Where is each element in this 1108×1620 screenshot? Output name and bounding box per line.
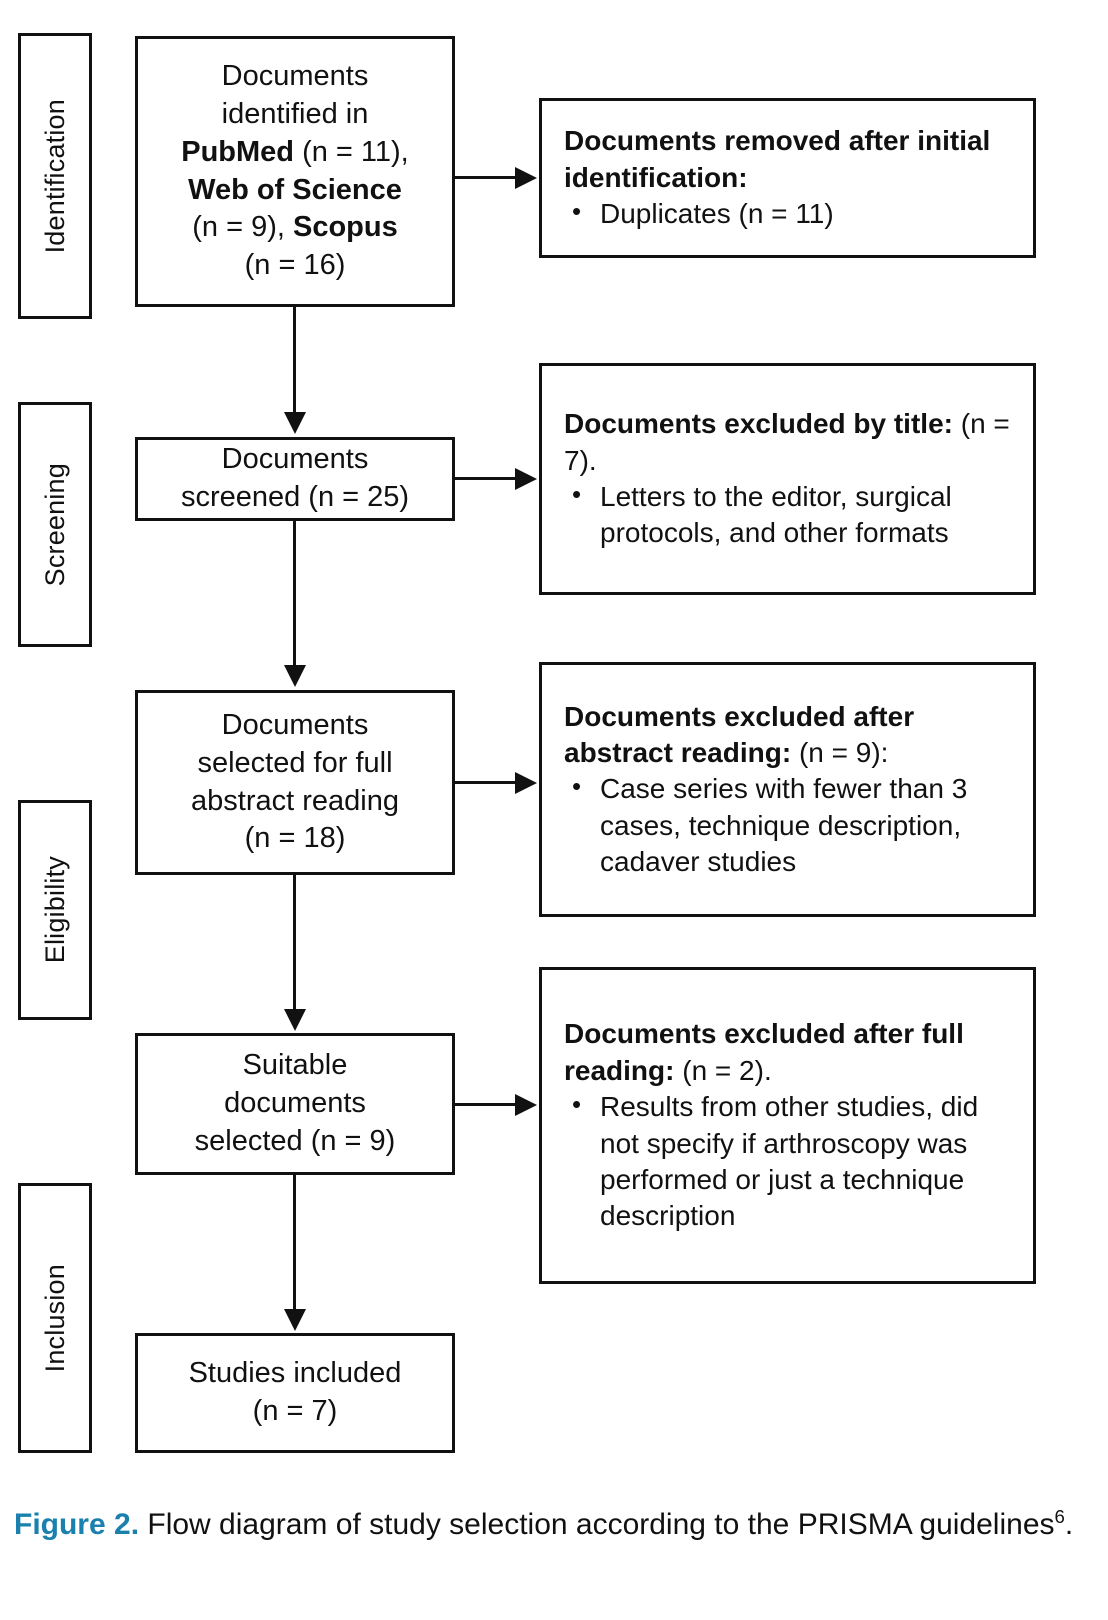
list-item: Duplicates (n = 11) (564, 195, 1019, 232)
figure-caption-end: . (1064, 1508, 1074, 1541)
flow-box-documents-screened-text: Documents screened (n = 25) (181, 441, 409, 516)
arrowhead-identified-to-screened (284, 412, 306, 434)
list-item: Letters to the editor, surgical protocol… (564, 478, 1019, 552)
connector-selected-to-suitable (293, 875, 296, 1011)
stage-label-eligibility: Eligibility (39, 856, 70, 964)
line-suitable: Suitable (242, 1049, 348, 1082)
stage-label-screening: Screening (39, 462, 70, 587)
exclusion-box-excluded-by-title: Documents excluded by title: (n = 7). Le… (539, 363, 1036, 595)
connector-selected-to-excluded-abstract (455, 781, 517, 784)
line-count: (n = 18) (244, 822, 346, 855)
exclusion-list-excluded-after-abstract-reading: Case series with fewer than 3 cases, tec… (564, 770, 1019, 880)
exclusion-head-bold: Documents excluded by title: (564, 408, 953, 440)
stage-box-inclusion: Inclusion (18, 1183, 92, 1453)
exclusion-list-excluded-by-title: Letters to the editor, surgical protocol… (564, 478, 1019, 552)
exclusion-head-rest: (n = 2). (674, 1054, 772, 1086)
stage-box-identification: Identification (18, 33, 92, 319)
flow-box-suitable-documents-selected: Suitable documents selected (n = 9) (135, 1033, 455, 1175)
arrowhead-suitable-to-included (284, 1309, 306, 1331)
flow-box-documents-identified-text: Documents identified in PubMed (n = 11),… (181, 58, 409, 284)
line-abstract-reading: abstract reading (191, 784, 399, 817)
arrowhead-screened-to-excluded-title (515, 468, 537, 490)
line-screened-count: screened (n = 25) (180, 481, 410, 513)
exclusion-head-rest: (n = 7). (564, 408, 1010, 476)
stage-box-eligibility: Eligibility (18, 800, 92, 1020)
source-web-of-science-count: (n = 9), (192, 211, 293, 244)
exclusion-head-excluded-by-title: Documents excluded by title: (n = 7). (564, 406, 1019, 479)
line-count: (n = 7) (252, 1395, 338, 1427)
source-pubmed-count: (n = 11), (294, 135, 409, 168)
arrowhead-identified-to-removed (515, 167, 537, 189)
line-documents: Documents (221, 60, 369, 93)
source-pubmed: PubMed (181, 135, 295, 168)
stage-label-identification: Identification (39, 98, 70, 254)
exclusion-box-excluded-after-full-reading: Documents excluded after full reading: (… (539, 967, 1036, 1284)
connector-suitable-to-excluded-full (455, 1103, 517, 1106)
flow-box-suitable-documents-selected-text: Suitable documents selected (n = 9) (195, 1047, 396, 1160)
connector-suitable-to-included (293, 1175, 296, 1311)
exclusion-head-removed-after-initial-identification: Documents removed after initial identifi… (564, 123, 1019, 196)
exclusion-box-excluded-after-abstract-reading: Documents excluded after abstract readin… (539, 662, 1036, 917)
exclusion-head-excluded-after-abstract-reading: Documents excluded after abstract readin… (564, 699, 1019, 772)
exclusion-list-excluded-after-full-reading: Results from other studies, did not spec… (564, 1088, 1019, 1235)
exclusion-head-excluded-after-full-reading: Documents excluded after full reading: (… (564, 1016, 1019, 1089)
connector-screened-to-excluded-title (455, 477, 517, 480)
figure-caption: Figure 2. Flow diagram of study selectio… (14, 1505, 1074, 1545)
flow-box-documents-selected-full-abstract: Documents selected for full abstract rea… (135, 690, 455, 875)
flow-box-studies-included: Studies included (n = 7) (135, 1333, 455, 1453)
flow-box-studies-included-text: Studies included (n = 7) (189, 1355, 402, 1430)
flow-box-documents-selected-full-abstract-text: Documents selected for full abstract rea… (191, 707, 399, 858)
line-selected-for-full: selected for full (197, 746, 393, 779)
connector-screened-to-selected (293, 521, 296, 668)
line-identified-in: identified in (221, 98, 369, 131)
list-item: Results from other studies, did not spec… (564, 1088, 1019, 1235)
exclusion-list-removed-after-initial-identification: Duplicates (n = 11) (564, 195, 1019, 232)
source-web-of-science: Web of Science (188, 173, 402, 206)
line-documents: Documents (221, 709, 369, 742)
exclusion-head-bold: Documents removed after initial identifi… (564, 125, 991, 193)
exclusion-head-bold: Documents excluded after full reading: (564, 1018, 964, 1086)
source-scopus: Scopus (293, 211, 398, 244)
list-item: Case series with fewer than 3 cases, tec… (564, 770, 1019, 880)
source-scopus-count: (n = 16) (244, 248, 346, 281)
connector-identified-to-screened (293, 307, 296, 415)
arrowhead-suitable-to-excluded-full (515, 1094, 537, 1116)
arrowhead-selected-to-excluded-abstract (515, 772, 537, 794)
stage-label-inclusion: Inclusion (39, 1263, 70, 1373)
line-studies-included: Studies included (188, 1357, 402, 1390)
flow-box-documents-screened: Documents screened (n = 25) (135, 437, 455, 521)
figure-label: Figure 2. (14, 1508, 140, 1541)
exclusion-head-bold: Documents excluded after abstract readin… (564, 700, 915, 768)
arrowhead-screened-to-selected (284, 665, 306, 687)
line-documents: documents (224, 1087, 366, 1120)
flow-box-documents-identified: Documents identified in PubMed (n = 11),… (135, 36, 455, 307)
line-documents: Documents (221, 443, 369, 476)
arrowhead-selected-to-suitable (284, 1009, 306, 1031)
line-selected-count: selected (n = 9) (194, 1124, 396, 1157)
figure-caption-text: Flow diagram of study selection accordin… (139, 1508, 1055, 1541)
stage-box-screening: Screening (18, 402, 92, 647)
figure-caption-reference: 6 (1054, 1506, 1065, 1527)
connector-identified-to-removed (455, 176, 517, 179)
exclusion-box-removed-after-initial-identification: Documents removed after initial identifi… (539, 98, 1036, 258)
exclusion-head-rest: (n = 9): (791, 736, 889, 768)
